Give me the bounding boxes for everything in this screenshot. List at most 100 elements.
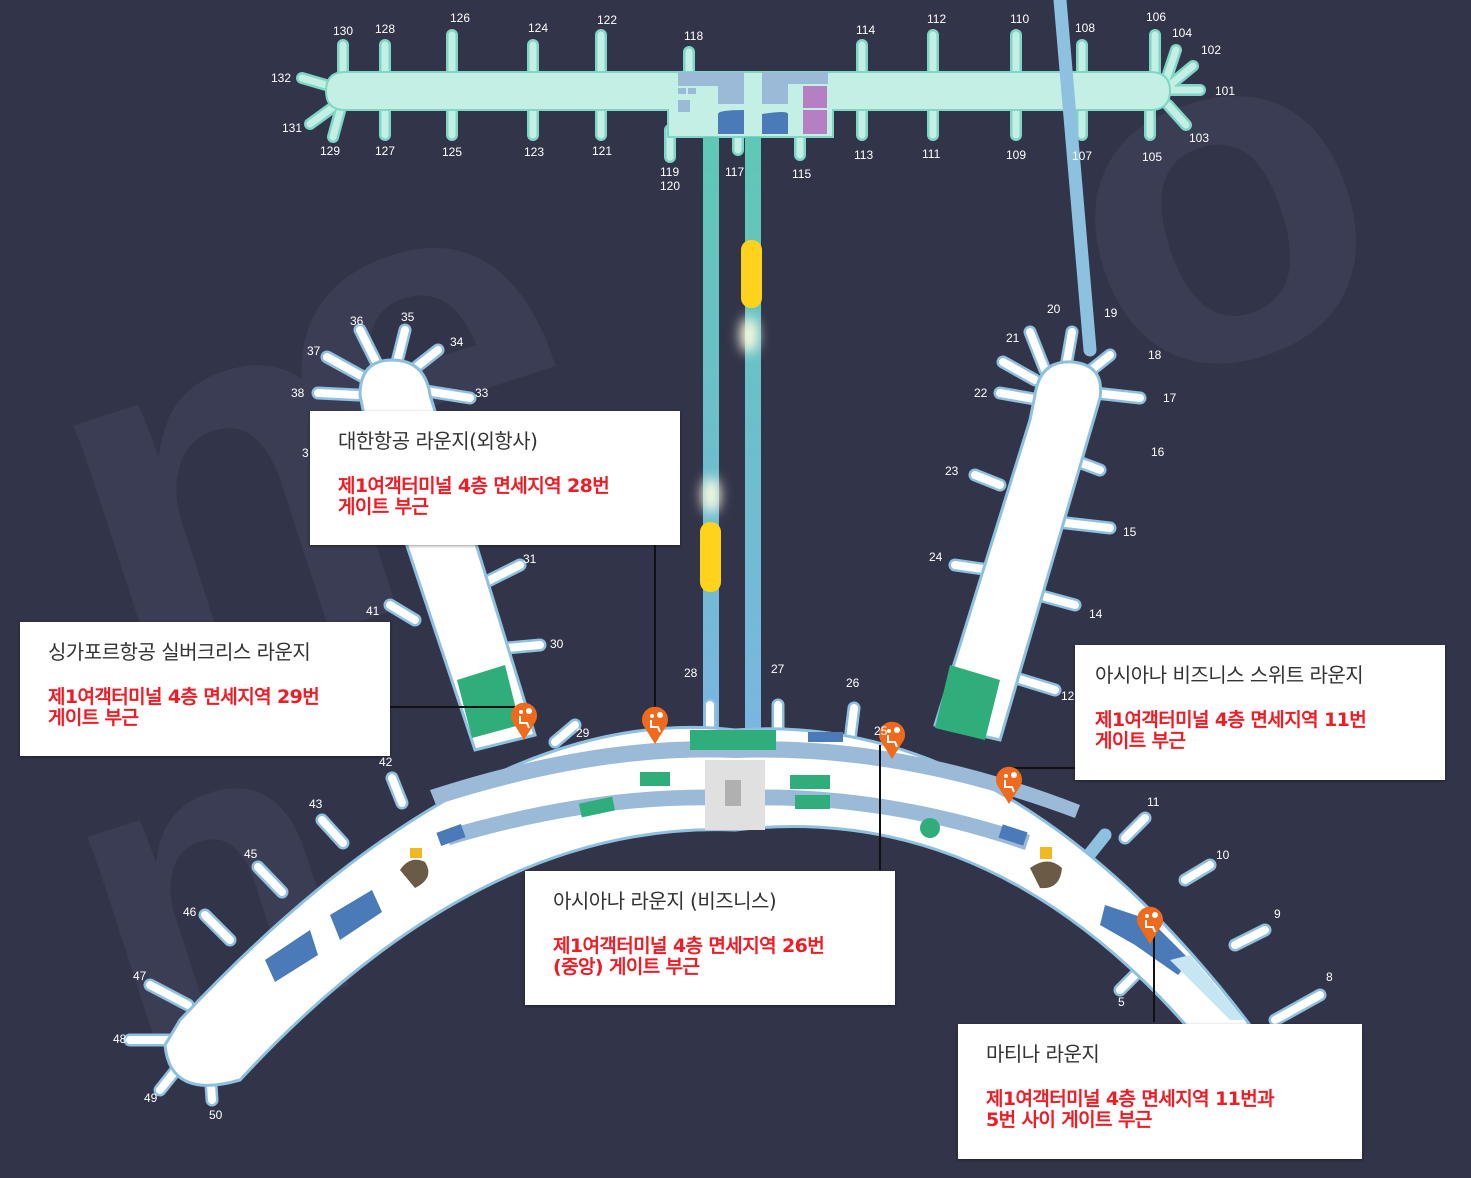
svg-text:21: 21 <box>1006 331 1020 345</box>
svg-text:38: 38 <box>291 386 305 400</box>
gate-labels: 130 128 126 124 122 118 114 112 110 108 … <box>113 10 1333 1122</box>
svg-text:124: 124 <box>528 21 548 35</box>
svg-text:107: 107 <box>1072 149 1092 163</box>
lounge-marker-icon[interactable] <box>879 721 905 759</box>
svg-text:25: 25 <box>874 724 888 738</box>
svg-text:112: 112 <box>927 12 946 26</box>
svg-text:105: 105 <box>1142 150 1162 164</box>
svg-text:24: 24 <box>929 550 943 564</box>
svg-text:114: 114 <box>856 23 875 37</box>
svg-text:8: 8 <box>1326 970 1333 984</box>
svg-text:108: 108 <box>1075 21 1095 35</box>
svg-text:47: 47 <box>133 969 147 983</box>
svg-text:5: 5 <box>1118 995 1125 1009</box>
svg-text:27: 27 <box>771 662 785 676</box>
svg-text:117: 117 <box>725 165 744 179</box>
lounge-card-singapore-silverkris: 싱가포르항공 실버크리스 라운지 제1여객터미널 4층 면세지역 29번 게이트… <box>20 622 390 756</box>
svg-text:37: 37 <box>307 344 321 358</box>
lounge-name: 대한항공 라운지(외항사) <box>338 429 538 453</box>
svg-text:49: 49 <box>144 1091 158 1105</box>
svg-text:41: 41 <box>366 604 380 618</box>
lounge-name: 마티나 라운지 <box>986 1042 1100 1066</box>
svg-text:10: 10 <box>1216 848 1230 862</box>
svg-text:43: 43 <box>309 797 323 811</box>
svg-text:12: 12 <box>1061 689 1075 703</box>
svg-text:111: 111 <box>922 147 941 161</box>
svg-text:106: 106 <box>1146 10 1166 24</box>
svg-text:29: 29 <box>576 726 590 740</box>
svg-text:42: 42 <box>379 755 393 769</box>
lounge-location: 제1여객터미널 4층 면세지역 11번 게이트 부근 <box>1095 709 1367 752</box>
svg-text:131: 131 <box>282 121 302 135</box>
svg-text:16: 16 <box>1151 445 1165 459</box>
shuttle-train-icon <box>700 522 721 592</box>
svg-text:45: 45 <box>244 847 258 861</box>
lounge-card-asiana-business-suite: 아시아나 비즈니스 스위트 라운지 제1여객터미널 4층 면세지역 11번 게이… <box>1075 645 1445 780</box>
concourse-building <box>296 29 1206 163</box>
svg-text:34: 34 <box>450 335 464 349</box>
lounge-card-asiana-business: 아시아나 라운지 (비즈니스) 제1여객터미널 4층 면세지역 26번 (중앙)… <box>525 871 895 1005</box>
svg-text:130: 130 <box>333 24 353 38</box>
leader-lines <box>390 545 1155 1022</box>
lounge-name: 아시아나 라운지 (비즈니스) <box>553 889 777 913</box>
svg-text:23: 23 <box>945 464 959 478</box>
svg-text:30: 30 <box>550 637 564 651</box>
svg-text:113: 113 <box>854 148 873 162</box>
shuttle-train-icon <box>741 240 762 308</box>
svg-text:18: 18 <box>1148 348 1162 362</box>
svg-text:3: 3 <box>302 446 309 460</box>
svg-text:36: 36 <box>350 314 364 328</box>
svg-text:9: 9 <box>1274 907 1281 921</box>
svg-text:22: 22 <box>974 386 988 400</box>
lounge-marker-icon[interactable] <box>1137 906 1163 944</box>
svg-text:33: 33 <box>475 386 489 400</box>
lounge-name: 아시아나 비즈니스 스위트 라운지 <box>1095 663 1364 687</box>
lounge-marker-icon[interactable] <box>511 702 537 740</box>
lounge-card-korean-air: 대한항공 라운지(외항사) 제1여객터미널 4층 면세지역 28번 게이트 부근 <box>310 411 680 545</box>
terminal-1-building <box>123 0 1327 1107</box>
svg-text:125: 125 <box>442 145 462 159</box>
lounge-location: 제1여객터미널 4층 면세지역 11번과 5번 사이 게이트 부근 <box>986 1088 1275 1131</box>
svg-text:31: 31 <box>523 552 537 566</box>
svg-text:119: 119 <box>660 165 679 179</box>
lounge-card-matina: 마티나 라운지 제1여객터미널 4층 면세지역 11번과 5번 사이 게이트 부… <box>958 1024 1362 1159</box>
lounge-location: 제1여객터미널 4층 면세지역 26번 (중앙) 게이트 부근 <box>553 935 825 978</box>
svg-text:121: 121 <box>592 144 612 158</box>
svg-text:46: 46 <box>183 905 197 919</box>
svg-text:19: 19 <box>1104 306 1118 320</box>
svg-text:103: 103 <box>1189 131 1209 145</box>
svg-text:110: 110 <box>1010 12 1029 26</box>
lounge-marker-icon[interactable] <box>642 706 668 744</box>
lounge-location: 제1여객터미널 4층 면세지역 28번 게이트 부근 <box>338 475 610 518</box>
svg-text:120: 120 <box>660 179 680 193</box>
shuttle-train-track <box>700 137 762 732</box>
svg-text:48: 48 <box>113 1032 127 1046</box>
svg-text:132: 132 <box>271 71 291 85</box>
svg-text:126: 126 <box>450 11 470 25</box>
svg-text:123: 123 <box>524 145 544 159</box>
lounge-marker-icon[interactable] <box>996 766 1022 804</box>
svg-text:26: 26 <box>846 676 860 690</box>
svg-text:128: 128 <box>375 22 395 36</box>
svg-text:109: 109 <box>1006 148 1026 162</box>
lounge-name: 싱가포르항공 실버크리스 라운지 <box>48 640 311 664</box>
svg-text:28: 28 <box>684 666 698 680</box>
svg-text:50: 50 <box>209 1108 223 1122</box>
svg-text:118: 118 <box>684 29 703 43</box>
svg-text:127: 127 <box>375 144 395 158</box>
svg-text:20: 20 <box>1047 302 1061 316</box>
svg-text:115: 115 <box>792 167 811 181</box>
svg-text:102: 102 <box>1201 43 1221 57</box>
svg-text:104: 104 <box>1172 26 1192 40</box>
svg-text:35: 35 <box>401 310 415 324</box>
svg-text:101: 101 <box>1215 84 1235 98</box>
svg-text:15: 15 <box>1123 525 1137 539</box>
svg-text:11: 11 <box>1147 795 1160 809</box>
svg-text:17: 17 <box>1163 391 1177 405</box>
lounge-markers <box>511 702 1163 944</box>
svg-text:14: 14 <box>1089 607 1103 621</box>
svg-text:129: 129 <box>320 144 340 158</box>
lounge-location: 제1여객터미널 4층 면세지역 29번 게이트 부근 <box>48 686 320 729</box>
